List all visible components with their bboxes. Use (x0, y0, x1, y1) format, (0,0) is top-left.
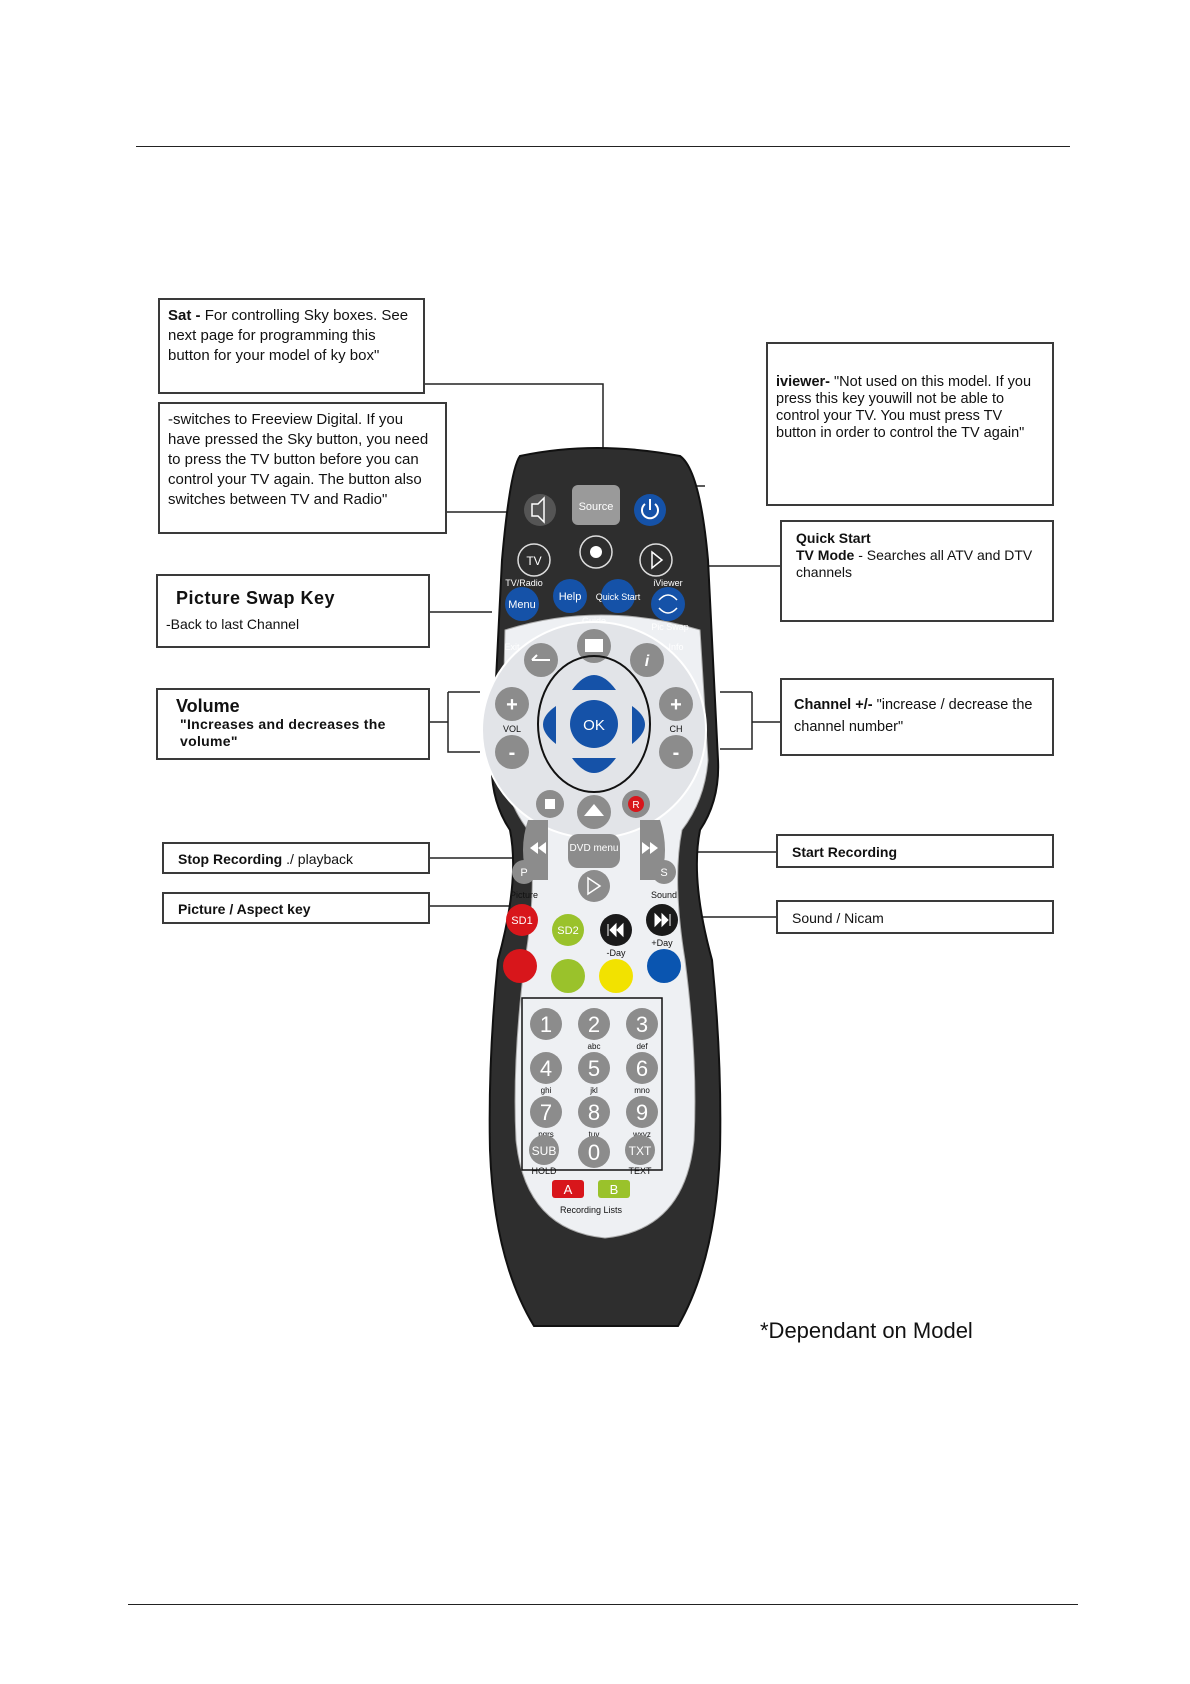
picture-aspect-callout: Picture / Aspect key (162, 892, 430, 924)
iviewer-button (640, 544, 672, 576)
menu-label: Menu (508, 599, 536, 611)
digit-label: 8 (588, 1100, 600, 1125)
pic-swap-button (651, 587, 685, 621)
dvd-menu-label: DVD menu (570, 843, 619, 854)
sound-callout: Sound / Nicam (776, 900, 1054, 934)
info-icon: i (645, 653, 650, 670)
footnote: *Dependant on Model (760, 1318, 973, 1344)
sound-callout-text: Sound / Nicam (792, 910, 884, 926)
pic-swap-label: Pic Swap (651, 622, 689, 632)
freeview-icon (590, 546, 602, 558)
quick-start-subtitle: TV Mode (796, 547, 854, 563)
digit-letters-label: jkl (589, 1086, 598, 1095)
volume-text: "Increases and decreases the volume" (180, 716, 400, 750)
blue-button (647, 949, 681, 983)
digit-label: 6 (636, 1056, 648, 1081)
digit-label: 1 (540, 1012, 552, 1037)
sub-label: SUB (532, 1144, 557, 1158)
digit-letters-label: mno (634, 1086, 650, 1095)
digit-label: 5 (588, 1056, 600, 1081)
quick-start-label: Quick Start (596, 592, 641, 602)
digit-letters-label: ghi (541, 1086, 552, 1095)
channel-callout: Channel +/- "increase / decrease the cha… (780, 678, 1054, 756)
help-label: Help (559, 591, 582, 603)
sat-callout-text: For controlling Sky boxes. See next page… (168, 307, 408, 364)
mute-button (524, 494, 556, 526)
digit-label: 9 (636, 1100, 648, 1125)
hold-label: HOLD (531, 1166, 557, 1176)
quick-start-title: Quick Start (796, 530, 1038, 547)
red-button (503, 949, 537, 983)
minus-icon: - (673, 742, 680, 764)
picture-label: Picture (510, 890, 538, 900)
minus-icon: - (509, 742, 516, 764)
play-pause-button (578, 870, 610, 902)
yellow-button (599, 959, 633, 993)
digit-letters-label: abc (588, 1042, 601, 1051)
sd2-label: SD2 (557, 925, 578, 937)
digit-label: 7 (540, 1100, 552, 1125)
ch-label: CH (670, 724, 683, 734)
picture-swap-text: -Back to last Channel (166, 614, 420, 634)
recording-lists-label: Recording Lists (560, 1205, 623, 1215)
stop-icon (545, 799, 555, 809)
digit-letters-label: def (636, 1042, 648, 1051)
p-label: P (520, 867, 527, 879)
book-icon (585, 639, 603, 652)
tv-label: TV (526, 554, 541, 568)
a-label: A (564, 1182, 573, 1197)
tv-radio-label: TV/Radio (505, 578, 543, 588)
quick-start-callout: Quick Start TV Mode - Searches all ATV a… (780, 520, 1054, 622)
digit-label: 4 (540, 1056, 552, 1081)
text-label: TEXT (628, 1166, 652, 1176)
plus-day-label: +Day (651, 938, 673, 948)
volume-title: Volume (176, 696, 420, 716)
start-recording-title: Start Recording (792, 844, 897, 860)
digit-label: 2 (588, 1012, 600, 1037)
stop-recording-callout: Stop Recording ./ playback (162, 842, 430, 874)
iviewer-title: iviewer- (776, 374, 830, 390)
freeview-callout-text: -switches to Freeview Digital. If you ha… (168, 411, 428, 508)
picture-swap-callout: Picture Swap Key -Back to last Channel (156, 574, 430, 648)
sat-callout-title: Sat - (168, 307, 201, 324)
stop-recording-text: ./ playback (286, 851, 353, 867)
record-label: R (632, 800, 639, 811)
iviewer-callout: iviewer- "Not used on this model. If you… (766, 342, 1054, 506)
minus-day-label: -Day (606, 948, 626, 958)
ok-label: OK (583, 717, 605, 734)
digit-label: 0 (588, 1140, 600, 1165)
channel-title: Channel +/- (794, 697, 873, 713)
picture-aspect-title: Picture / Aspect key (178, 901, 311, 917)
freeview-callout: -switches to Freeview Digital. If you ha… (158, 402, 447, 534)
stop-recording-title: Stop Recording (178, 851, 282, 867)
plus-icon: + (506, 694, 518, 716)
s-label: S (660, 867, 667, 879)
volume-callout: Volume "Increases and decreases the volu… (156, 688, 430, 760)
plus-icon: + (670, 694, 682, 716)
green-button (551, 959, 585, 993)
digit-label: 3 (636, 1012, 648, 1037)
start-recording-callout: Start Recording (776, 834, 1054, 868)
txt-label: TXT (629, 1144, 652, 1158)
sat-callout: Sat - For controlling Sky boxes. See nex… (158, 298, 425, 394)
sound-label: Sound (651, 890, 677, 900)
vol-label: VOL (503, 724, 521, 734)
source-label: Source (579, 501, 614, 513)
b-label: B (610, 1182, 619, 1197)
iviewer-label: iViewer (653, 578, 682, 588)
picture-swap-title: Picture Swap Key (176, 588, 420, 608)
sd1-label: SD1 (511, 915, 532, 927)
